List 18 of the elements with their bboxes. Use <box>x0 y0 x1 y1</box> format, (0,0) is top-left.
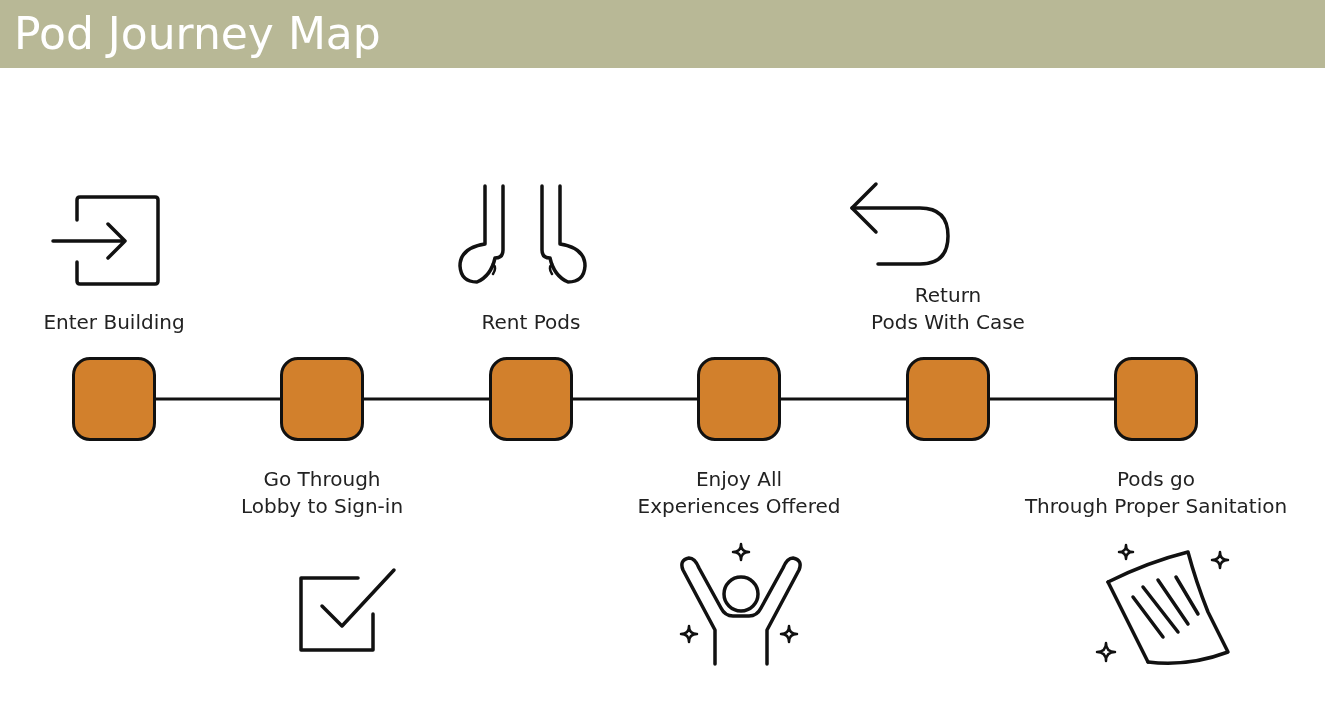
step-label: Rent Pods <box>480 309 582 336</box>
step-square <box>697 357 781 441</box>
connector-line <box>156 397 280 401</box>
step-label: Enter Building <box>42 309 186 336</box>
step-label: Enjoy All Experiences Offered <box>636 466 842 520</box>
step-square <box>72 357 156 441</box>
connector-line <box>990 397 1114 401</box>
step-square <box>906 357 990 441</box>
step-label: Go Through Lobby to Sign-in <box>239 466 405 520</box>
step-square <box>280 357 364 441</box>
step-label: Return Pods With Case <box>870 282 1026 336</box>
title: Pod Journey Map <box>14 8 381 59</box>
step-square <box>489 357 573 441</box>
connector-line <box>781 397 906 401</box>
connector-line <box>364 397 489 401</box>
step-square <box>1114 357 1198 441</box>
step-label: Pods go Through Proper Sanitation <box>1023 466 1289 520</box>
connector-line <box>573 397 697 401</box>
